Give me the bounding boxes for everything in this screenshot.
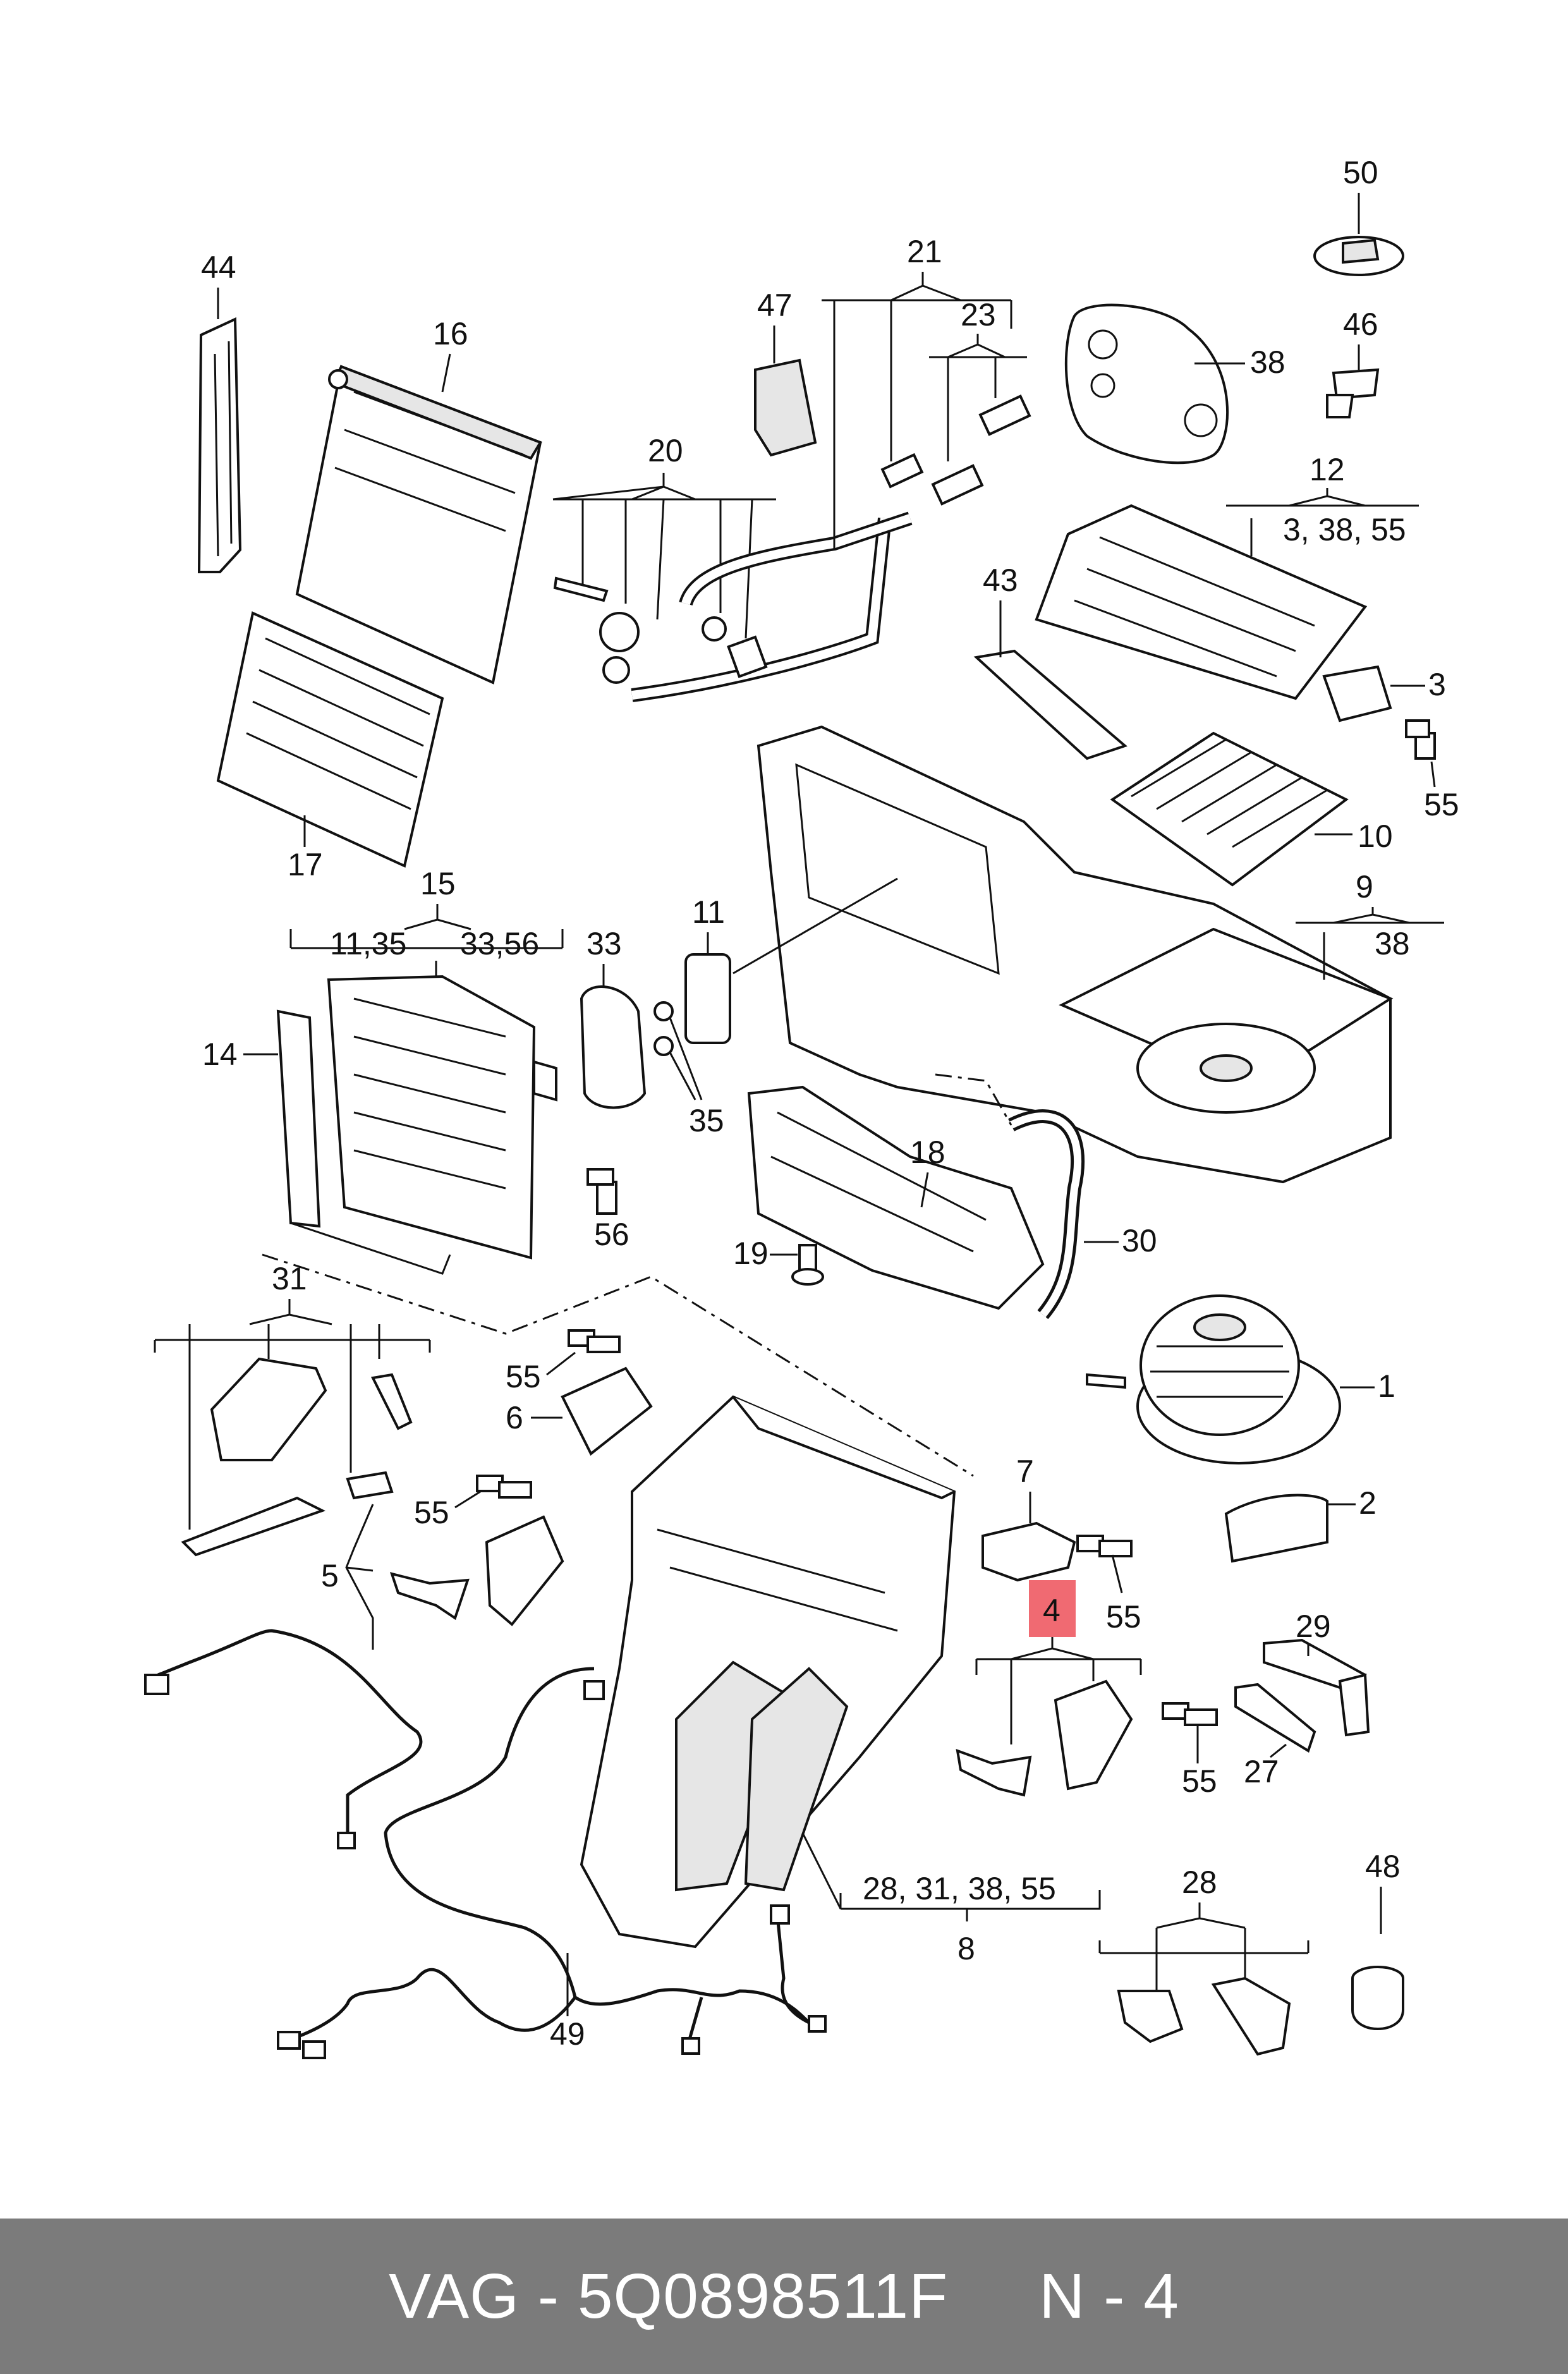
callout-15: 15: [420, 866, 456, 901]
callout-43: 43: [983, 563, 1018, 598]
callout-17: 17: [288, 847, 323, 882]
callout-44: 44: [201, 250, 236, 285]
part-15-evaporator: [327, 975, 557, 1260]
callout-29: 29: [1296, 1609, 1331, 1644]
callout-8: 8: [957, 1931, 975, 1966]
part-44-bracket: [197, 317, 242, 573]
callout-9: 9: [1356, 869, 1373, 904]
callout-56: 56: [594, 1217, 629, 1252]
part-56-screw: [586, 1168, 617, 1215]
callout-2: 2: [1359, 1485, 1377, 1521]
part-5-actuator: [389, 1515, 564, 1626]
part-8-distribution-housing: [580, 1395, 956, 1949]
part-7-sensor: [982, 1521, 1076, 1582]
callout-31: 31: [272, 1261, 307, 1296]
callout-10: 10: [1358, 819, 1393, 854]
callout-55-d: 55: [1106, 1599, 1141, 1634]
part-27-link: [1234, 1683, 1316, 1753]
callout-12: 12: [1310, 452, 1345, 487]
part-46-clip: [1326, 368, 1380, 418]
callout-18: 18: [910, 1135, 945, 1170]
part-info-banner: VAG - 5Q0898511F N - 4: [0, 2219, 1568, 2374]
part-6-actuator: [561, 1367, 653, 1456]
part-30-drain-hose: [1008, 1109, 1085, 1320]
callout-30: 30: [1122, 1223, 1157, 1258]
callout-48: 48: [1365, 1849, 1401, 1884]
part-23-pipe-fittings: [880, 394, 1031, 506]
part-16-heater-core: [295, 365, 542, 685]
part-31-flap-levers: [181, 1357, 413, 1557]
part-43-seal: [973, 649, 1127, 760]
callout-38: 38: [1250, 344, 1285, 380]
part-number: 5Q0898511F: [577, 2260, 949, 2332]
diagram-position: N - 4: [1039, 2260, 1179, 2332]
separator: -: [519, 2260, 578, 2332]
callout-16: 16: [433, 316, 468, 351]
callout-47: 47: [757, 288, 793, 323]
part-1-blower-motor: [1086, 1294, 1341, 1464]
part-47-block: [754, 358, 817, 457]
callout-6: 6: [506, 1400, 523, 1435]
gap: [948, 2260, 1039, 2333]
part-55-screw-d: [1076, 1535, 1133, 1557]
part-10-filter: [1110, 731, 1349, 887]
callout-15-sub-b: 33,56: [460, 926, 539, 961]
part-2-cover: [1224, 1494, 1328, 1563]
part-4-servomotor: [956, 1679, 1133, 1797]
part-48-cap: [1351, 1966, 1404, 2030]
callout-19: 19: [733, 1236, 769, 1271]
part-3-servomotor: [1322, 665, 1392, 722]
callout-20: 20: [648, 433, 683, 468]
part-50-nut: [1313, 236, 1404, 276]
part-28-pins: [1117, 1976, 1291, 2056]
callout-11: 11: [692, 894, 725, 930]
brand-label: VAG: [389, 2260, 520, 2332]
callout-55-e: 55: [1182, 1763, 1217, 1799]
callout-23: 23: [961, 297, 996, 332]
callout-35: 35: [689, 1103, 724, 1138]
callout-46: 46: [1343, 307, 1378, 342]
callout-21: 21: [907, 234, 942, 269]
part-38-gasket: [1064, 303, 1229, 465]
highlight-box-4: [1029, 1580, 1076, 1637]
callout-50: 50: [1343, 155, 1378, 190]
callout-3: 3: [1428, 667, 1446, 702]
callout-4: 4: [1043, 1593, 1061, 1628]
part-29-link: [1263, 1638, 1370, 1737]
callout-55-c: 55: [414, 1495, 449, 1530]
part-20-hose-assembly: [553, 511, 913, 702]
callout-28: 28: [1182, 1865, 1217, 1900]
callout-9-sub: 38: [1375, 926, 1410, 961]
callout-8-sub: 28, 31, 38, 55: [863, 1871, 1056, 1906]
part-49-wiring-harness: [144, 1629, 827, 2059]
callout-12-sub: 3, 38, 55: [1283, 512, 1406, 547]
part-55-screw-a: [1405, 719, 1436, 760]
callout-7: 7: [1016, 1454, 1034, 1489]
main-evaporator-housing: [757, 725, 1394, 1184]
part-19-clip: [791, 1244, 824, 1286]
exploded-parts-diagram: 44 16 17 20 21 23: [144, 155, 1459, 2059]
callout-55-a: 55: [1424, 787, 1459, 822]
callout-1: 1: [1378, 1368, 1395, 1404]
callout-49: 49: [550, 2016, 585, 2052]
part-12-flap-housing: [1035, 504, 1368, 700]
part-33-insulation: [580, 985, 647, 1109]
part-55-screw-b: [568, 1329, 621, 1353]
part-55-screw-c: [476, 1475, 532, 1499]
callout-5: 5: [321, 1558, 339, 1593]
part-55-screw-e: [1162, 1702, 1218, 1726]
callout-27: 27: [1244, 1754, 1279, 1789]
callout-55-b: 55: [506, 1359, 541, 1394]
part-14-seal-frame: [276, 1009, 451, 1275]
callout-33: 33: [586, 926, 622, 961]
part-17-frame: [216, 611, 444, 868]
callout-14: 14: [202, 1037, 238, 1072]
part-18-cover: [747, 1085, 1045, 1310]
callout-15-sub-a: 11,35: [330, 926, 406, 961]
part-11-expansion-valve: [684, 953, 731, 1044]
